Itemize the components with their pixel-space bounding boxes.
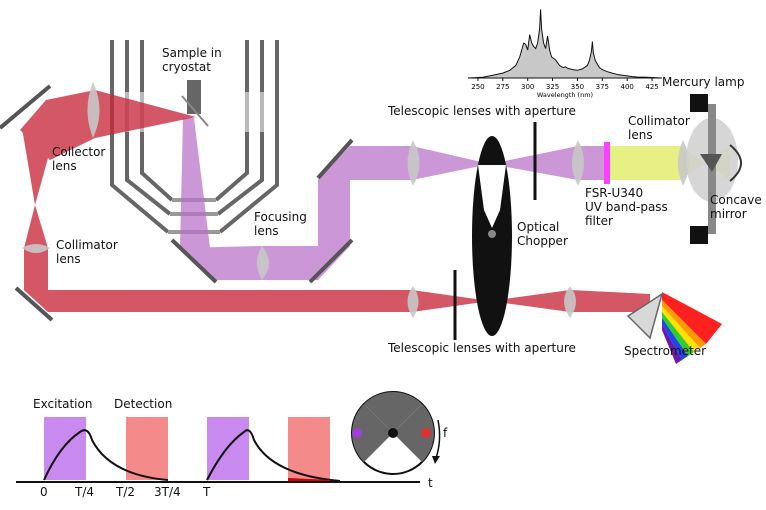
tick-label-t4: T/4 [75,485,95,499]
uv-bandpass-filter [604,142,610,184]
spectrum-tick-label: 350 [571,83,584,91]
sample-plate [181,95,209,127]
tick-label-t2: T/2 [116,485,136,499]
spectrum-tick-label: 325 [546,83,559,91]
sample-label: Sample in cryostat [162,46,222,74]
time-axis-label: t [428,476,433,490]
optical-chopper-label: Optical Chopper [517,220,568,248]
telescopic-top-label: Telescopic lenses with aperture [388,104,576,118]
frequency-label: f [443,426,448,440]
apertures [453,122,537,340]
spectrum-tick-label: 250 [471,83,484,91]
mirrors [0,84,354,322]
spectrometer-label: Spectrometer [624,344,707,358]
luminescence-curve [43,429,341,482]
detection-label: Detection [114,397,173,411]
mercury-lamp [686,94,742,244]
chopper-hub [388,428,398,438]
pump-beam [180,118,605,280]
tick-label-3t4: 3T/4 [154,485,181,499]
chopper-blade-left [351,404,393,462]
collector-lens-label: Collector lens [52,145,106,173]
timing-diagram [16,391,441,483]
rotation-arrow [435,419,441,459]
spectrum-tick-label: 275 [496,83,509,91]
chopper-blade-right [393,404,435,462]
excitation-window-1 [44,417,86,480]
probe-spot [421,428,431,438]
focusing-lens-label: Focusing lens [254,210,307,238]
mercury-lamp-label: Mercury lamp [662,75,745,89]
cryostat [110,40,279,234]
cryostat-window-right [236,92,272,132]
detection-window-2 [288,417,330,480]
spectrum-tick-label: 300 [521,83,534,91]
spectrum-tick-label: 375 [596,83,609,91]
spectrum-tick-label: 400 [620,83,633,91]
tick-label-0: 0 [40,485,48,499]
probe-beam [20,90,650,312]
concave-mirror-label: Concave mirror [710,193,762,221]
collimator-lens-left-label: Collimator lens [56,238,118,266]
chopper-blade-top [364,391,422,433]
collimator-lens-right-label: Collimator lens [628,114,690,142]
spectrometer [626,292,722,364]
spectrum-tick-label: 425 [645,83,658,91]
filter-label: FSR-U340 UV band-pass filter [585,186,668,228]
spectrum-xlabel: Wavelength (nm) [537,91,593,99]
optical-chopper [472,136,512,336]
pump-spot [352,428,362,438]
telescopic-bottom-label: Telescopic lenses with aperture [388,341,576,355]
tick-label-t: T [203,485,211,499]
rotation-arrowhead [432,456,440,464]
detection-window-1 [126,417,168,480]
spectrum-area [467,9,663,79]
excitation-label: Excitation [33,397,93,411]
